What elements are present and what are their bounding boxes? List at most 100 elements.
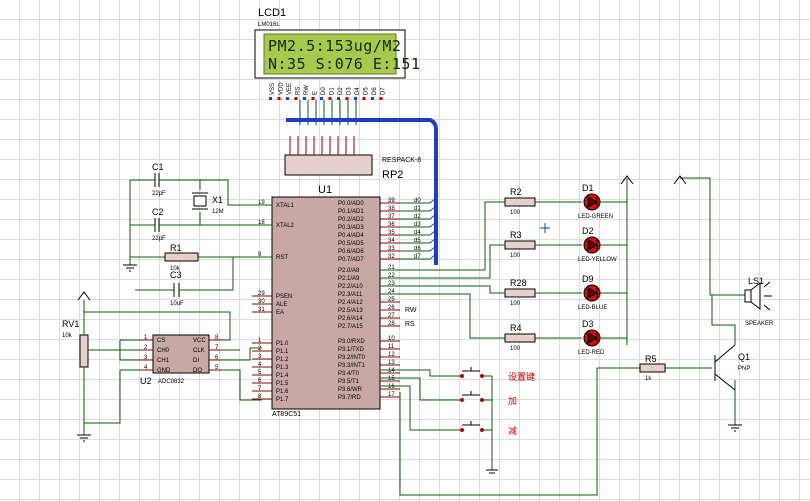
u1-pin-num-29: 29 <box>258 291 265 297</box>
resistor-body <box>504 333 536 343</box>
crystal-section: C1 22pF C2 22pF X1 12M <box>123 162 272 272</box>
u1-pin-num-21: 21 <box>388 265 395 271</box>
u1-pin-num-19: 19 <box>258 200 265 206</box>
r5-resistor[interactable]: R5 1k <box>639 354 666 382</box>
lcd-pin-marker <box>286 97 289 100</box>
resistor-ref-r4: R4 <box>510 323 522 333</box>
u1-pin-num-23: 23 <box>388 281 395 287</box>
net-d6: d6 <box>414 246 421 252</box>
svg-text:22pF: 22pF <box>152 236 166 242</box>
led-symbol <box>587 332 599 344</box>
u2-pin-name-6: DI <box>193 358 199 364</box>
x1-crystal[interactable]: X1 12M <box>192 192 224 215</box>
lcd-pin-marker <box>362 97 366 100</box>
u1-pin-name-1: P1.0 <box>276 341 289 347</box>
svg-text:RV1: RV1 <box>62 319 79 329</box>
svg-text:12M: 12M <box>212 209 224 215</box>
u1-pin-name-4: P1.3 <box>276 365 289 371</box>
lcd-pin-d1: D1 <box>330 87 336 95</box>
pushbutton-1[interactable]: 设置键 <box>455 367 535 383</box>
led-symbol <box>587 239 599 251</box>
u1-pin-name-19: XTAL1 <box>276 203 295 209</box>
u1-pin-num-4: 4 <box>258 362 262 368</box>
u1-pin-num-9: 9 <box>258 252 262 258</box>
bus-entry <box>429 245 437 252</box>
q1-transistor[interactable]: Q1 PNP <box>714 344 750 391</box>
u1-pin-num-34: 34 <box>388 238 395 244</box>
svg-text:R1: R1 <box>170 243 182 253</box>
led-symbol <box>587 287 599 299</box>
u2-pin-name-3: CH1 <box>157 358 170 364</box>
c1-capacitor[interactable]: C1 22pF <box>145 162 168 197</box>
r1-resistor[interactable]: R1 10k <box>164 243 199 272</box>
u1-pin-num-32: 32 <box>388 254 395 260</box>
lcd-line-2: N:35 S:076 E:151 <box>268 55 421 73</box>
lcd-pin-rs: RS <box>296 87 302 95</box>
svg-text:1k: 1k <box>645 376 652 382</box>
u1-pin-name-9: RST <box>276 255 288 261</box>
lcd-data-wires <box>286 100 438 265</box>
data-bus <box>286 118 438 265</box>
u1-pin-num-10: 10 <box>388 336 395 342</box>
u1-pin-name-29: PSEN <box>276 294 292 300</box>
u1-pin-name-33: P0.6/AD6 <box>338 249 364 255</box>
u1-pin-name-25: P2.4/A12 <box>338 300 363 306</box>
u2-pin-name-1: CS <box>157 338 165 344</box>
u2-pin-num-2: 2 <box>144 345 148 351</box>
pushbutton-2[interactable]: 加 <box>455 391 517 407</box>
u2-pin-name-2: CH0 <box>157 348 170 354</box>
pushbutton-3[interactable]: 减 <box>455 421 517 437</box>
u1-pin-name-36: P0.3/AD3 <box>338 225 364 231</box>
bus-entry <box>429 237 437 244</box>
lcd-pin-rw: RW <box>304 85 310 95</box>
svg-text:Q1: Q1 <box>738 352 750 362</box>
u1-pin-name-35: P0.4/AD4 <box>338 233 364 239</box>
rp2-model: RESPACK-8 <box>382 157 421 164</box>
u1-pin-num-37: 37 <box>388 214 395 220</box>
resistor-value-r28: 100 <box>510 301 521 307</box>
net-d0: d0 <box>414 198 421 204</box>
c3-capacitor[interactable]: C3 10uF <box>165 270 188 307</box>
c2-capacitor[interactable]: C2 22pF <box>145 207 168 242</box>
speaker-section: LS1 SPEAKER R5 1k Q1 PNP <box>399 175 774 496</box>
u1-pin-name-14: P3.4/T0 <box>338 371 360 377</box>
net-d4: d4 <box>414 230 421 236</box>
rp2-respack[interactable]: RESPACK-8 RP2 <box>284 136 421 181</box>
lcd-pin-marker <box>354 97 357 100</box>
ls1-speaker[interactable]: LS1 SPEAKER <box>744 276 774 327</box>
u1-pin-name-12: P3.2/INT0 <box>338 355 366 361</box>
svg-text:ADC0832: ADC0832 <box>158 379 185 385</box>
u1-pin-num-1: 1 <box>258 338 262 344</box>
u2-pin-num-6: 6 <box>215 355 219 361</box>
resistor-body <box>504 240 536 250</box>
u2-body <box>152 334 210 374</box>
u1-pin-name-39: P0.0/AD0 <box>338 201 364 207</box>
lcd-pin-vee: VEE <box>287 83 293 95</box>
u1-pin-num-22: 22 <box>388 273 395 279</box>
u1-pin-num-33: 33 <box>388 246 395 252</box>
rv1-potentiometer[interactable]: RV1 10k <box>62 291 100 442</box>
u1-pin-name-10: P3.0/RXD <box>338 339 365 345</box>
u1-pin-num-38: 38 <box>388 206 395 212</box>
u1-pin-name-22: P2.1/A9 <box>338 276 360 282</box>
adc-wires <box>84 311 262 424</box>
lcd-pin-d7: D7 <box>381 87 387 95</box>
u1-pin-name-27: P2.6/A14 <box>338 316 363 322</box>
resistor-ref-r3: R3 <box>510 230 522 240</box>
resistor-ref-r2: R2 <box>510 187 522 197</box>
resistor-value-r3: 100 <box>510 253 521 259</box>
lcd-pin-marker <box>294 97 298 100</box>
u1-body <box>271 196 381 410</box>
lcd-module[interactable]: LCD1 LM016L PM2.5:153ug/M2 N:35 S:076 E:… <box>254 7 421 100</box>
